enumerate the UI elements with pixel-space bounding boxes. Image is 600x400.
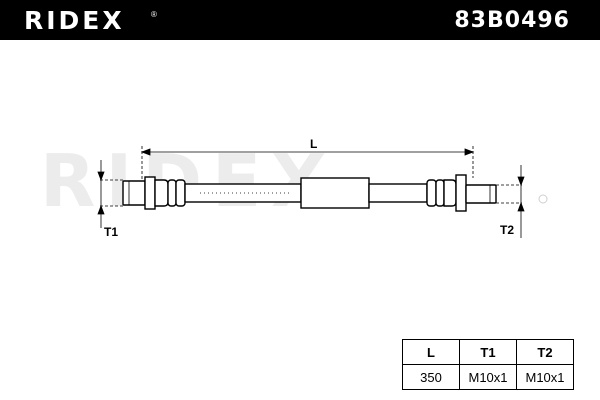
right-hex-nut bbox=[455, 174, 467, 212]
hose-sleeve bbox=[300, 177, 370, 209]
hose-tube-right bbox=[368, 183, 428, 203]
header-bar: RIDEX ® 83B0496 bbox=[0, 0, 600, 40]
left-thread-fitting bbox=[122, 180, 146, 206]
brake-hose bbox=[122, 174, 497, 212]
length-dimension bbox=[140, 146, 475, 180]
spec-header-t1: T1 bbox=[459, 339, 517, 365]
spec-header-row: L T1 T2 bbox=[402, 339, 574, 365]
registered-mark: ® bbox=[151, 10, 157, 19]
left-crimp-ferrule bbox=[154, 179, 169, 207]
t1-label: T1 bbox=[104, 225, 118, 239]
spec-header-t2: T2 bbox=[516, 339, 574, 365]
spec-value-t2: M10x1 bbox=[516, 364, 574, 390]
length-label: L bbox=[310, 137, 317, 151]
t2-label: T2 bbox=[500, 223, 514, 237]
registered-circle-icon bbox=[538, 194, 548, 204]
left-ferrule-ring-2 bbox=[175, 179, 186, 207]
part-number: 83B0496 bbox=[454, 8, 570, 33]
t1-dimension bbox=[97, 160, 124, 228]
right-thread-fitting bbox=[465, 184, 497, 204]
brake-hose-drawing: RIDEX L T1 T2 bbox=[40, 137, 548, 239]
spec-table: L T1 T2 350 M10x1 M10x1 bbox=[402, 339, 574, 390]
left-ferrule-ring bbox=[167, 179, 177, 207]
spec-value-row: 350 M10x1 M10x1 bbox=[402, 364, 574, 390]
t2-dimension bbox=[496, 165, 525, 238]
right-ferrule-ring bbox=[426, 179, 437, 207]
spec-header-l: L bbox=[402, 339, 460, 365]
hose-tube-left bbox=[184, 183, 302, 203]
right-crimp-ferrule bbox=[443, 179, 457, 207]
spec-value-t1: M10x1 bbox=[459, 364, 517, 390]
spec-value-l: 350 bbox=[402, 364, 460, 390]
right-ferrule-ring-2 bbox=[435, 179, 445, 207]
left-hex-nut bbox=[144, 176, 156, 210]
brand-logo: RIDEX bbox=[24, 6, 125, 35]
